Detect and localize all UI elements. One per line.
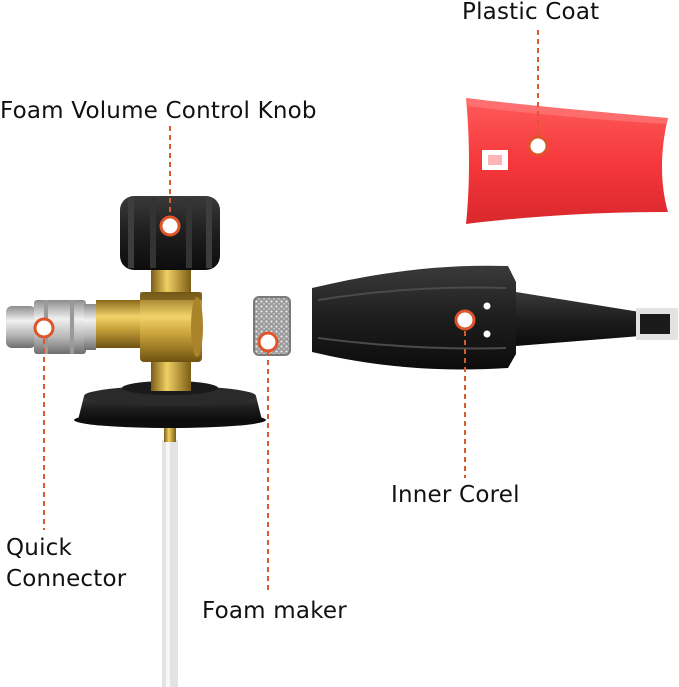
- label-plastic-coat: Plastic Coat: [462, 0, 600, 25]
- markers: [33, 135, 549, 353]
- marker-inner-core: [454, 309, 476, 331]
- siphon-tube: [162, 424, 178, 687]
- label-foam-volume-control-knob: Foam Volume Control Knob: [0, 98, 317, 124]
- quick-connector-part: [6, 300, 96, 354]
- brass-valve-body: [96, 262, 203, 391]
- leader-lines: [43, 30, 539, 592]
- inner-core-part: [312, 265, 678, 370]
- plastic-coat-part: [466, 98, 668, 224]
- marker-quick-connector: [33, 317, 55, 339]
- label-foam-maker: Foam maker: [202, 598, 347, 624]
- marker-knob: [159, 215, 181, 237]
- marker-foam-maker: [257, 331, 279, 353]
- label-quick-connector: Quick Connector: [6, 533, 126, 595]
- label-quick-connector-line1: Quick: [6, 535, 73, 561]
- marker-plastic-coat: [527, 135, 549, 157]
- label-quick-connector-line2: Connector: [6, 566, 127, 592]
- label-inner-core: Inner Corel: [391, 482, 520, 508]
